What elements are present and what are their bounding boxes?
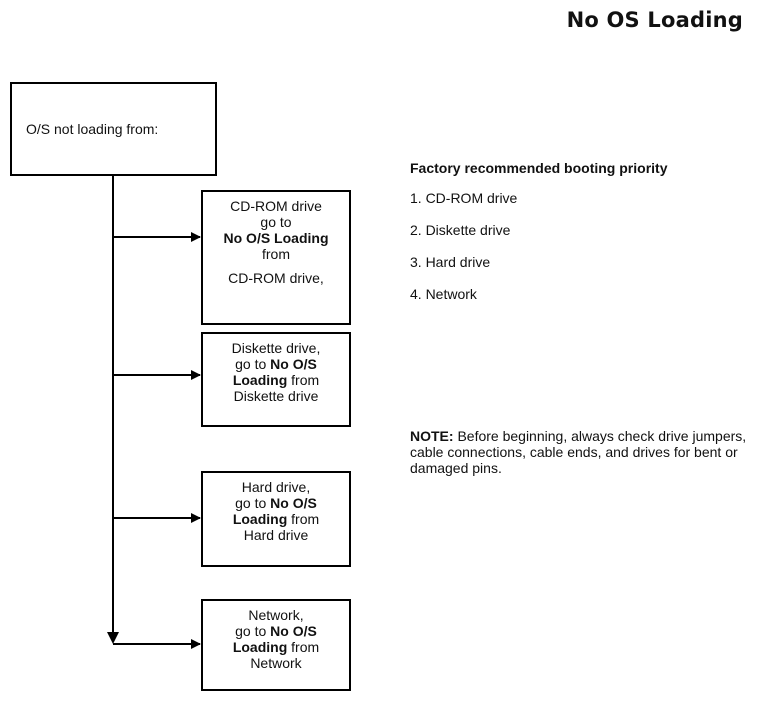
priority-item: 1. CD-ROM drive <box>410 190 518 206</box>
diskette-bold2: Loading <box>232 372 288 388</box>
diskette-line2: go to <box>235 356 271 372</box>
booting-priority-panel: Factory recommended booting priority 1. … <box>410 160 667 318</box>
root-box: O/S not loading from: <box>10 82 217 176</box>
diskette-box: Diskette drive, go to No O/S Loading fro… <box>201 332 351 427</box>
cdrom-line1: CD-ROM drive <box>230 198 322 214</box>
diskette-line1: Diskette drive, <box>231 340 321 356</box>
cdrom-bold: No O/S Loading <box>223 230 329 246</box>
hard-bold2: Loading <box>232 511 288 527</box>
priority-item: 4. Network <box>410 286 477 302</box>
hard-line4: Hard drive <box>243 527 309 543</box>
hard-drive-box: Hard drive, go to No O/S Loading from Ha… <box>201 471 351 567</box>
priority-item: 2. Diskette drive <box>410 222 511 238</box>
hard-bold1: No O/S <box>270 495 317 511</box>
network-box: Network, go to No O/S Loading from Netwo… <box>201 599 351 691</box>
page-title: No OS Loading <box>566 8 743 32</box>
priority-item: 3. Hard drive <box>410 254 491 270</box>
hard-line1: Hard drive, <box>241 479 311 495</box>
hard-line2: go to <box>235 495 271 511</box>
network-line1: Network, <box>248 607 304 623</box>
diskette-line3: from <box>287 372 320 388</box>
priority-title: Factory recommended booting priority <box>410 160 668 176</box>
trunk-arrow <box>107 632 119 644</box>
cdrom-line3: from <box>262 246 290 262</box>
network-bold1: No O/S <box>270 623 317 639</box>
diskette-bold1: No O/S <box>270 356 317 372</box>
hard-line3: from <box>287 511 320 527</box>
network-line3: from <box>287 639 320 655</box>
cdrom-box: CD-ROM drive go to No O/S Loading from C… <box>201 190 351 325</box>
note-text: Before beginning, always check drive jum… <box>410 428 747 476</box>
root-box-text: O/S not loading from: <box>26 121 159 137</box>
network-bold2: Loading <box>232 639 288 655</box>
cdrom-line4: CD-ROM drive, <box>228 270 324 286</box>
network-line2: go to <box>235 623 271 639</box>
diskette-line4: Diskette drive <box>233 388 319 404</box>
note-label: NOTE: <box>410 428 454 444</box>
network-line4: Network <box>250 655 302 671</box>
cdrom-line2: go to <box>260 214 292 230</box>
note: NOTE: Before beginning, always check dri… <box>410 428 750 476</box>
